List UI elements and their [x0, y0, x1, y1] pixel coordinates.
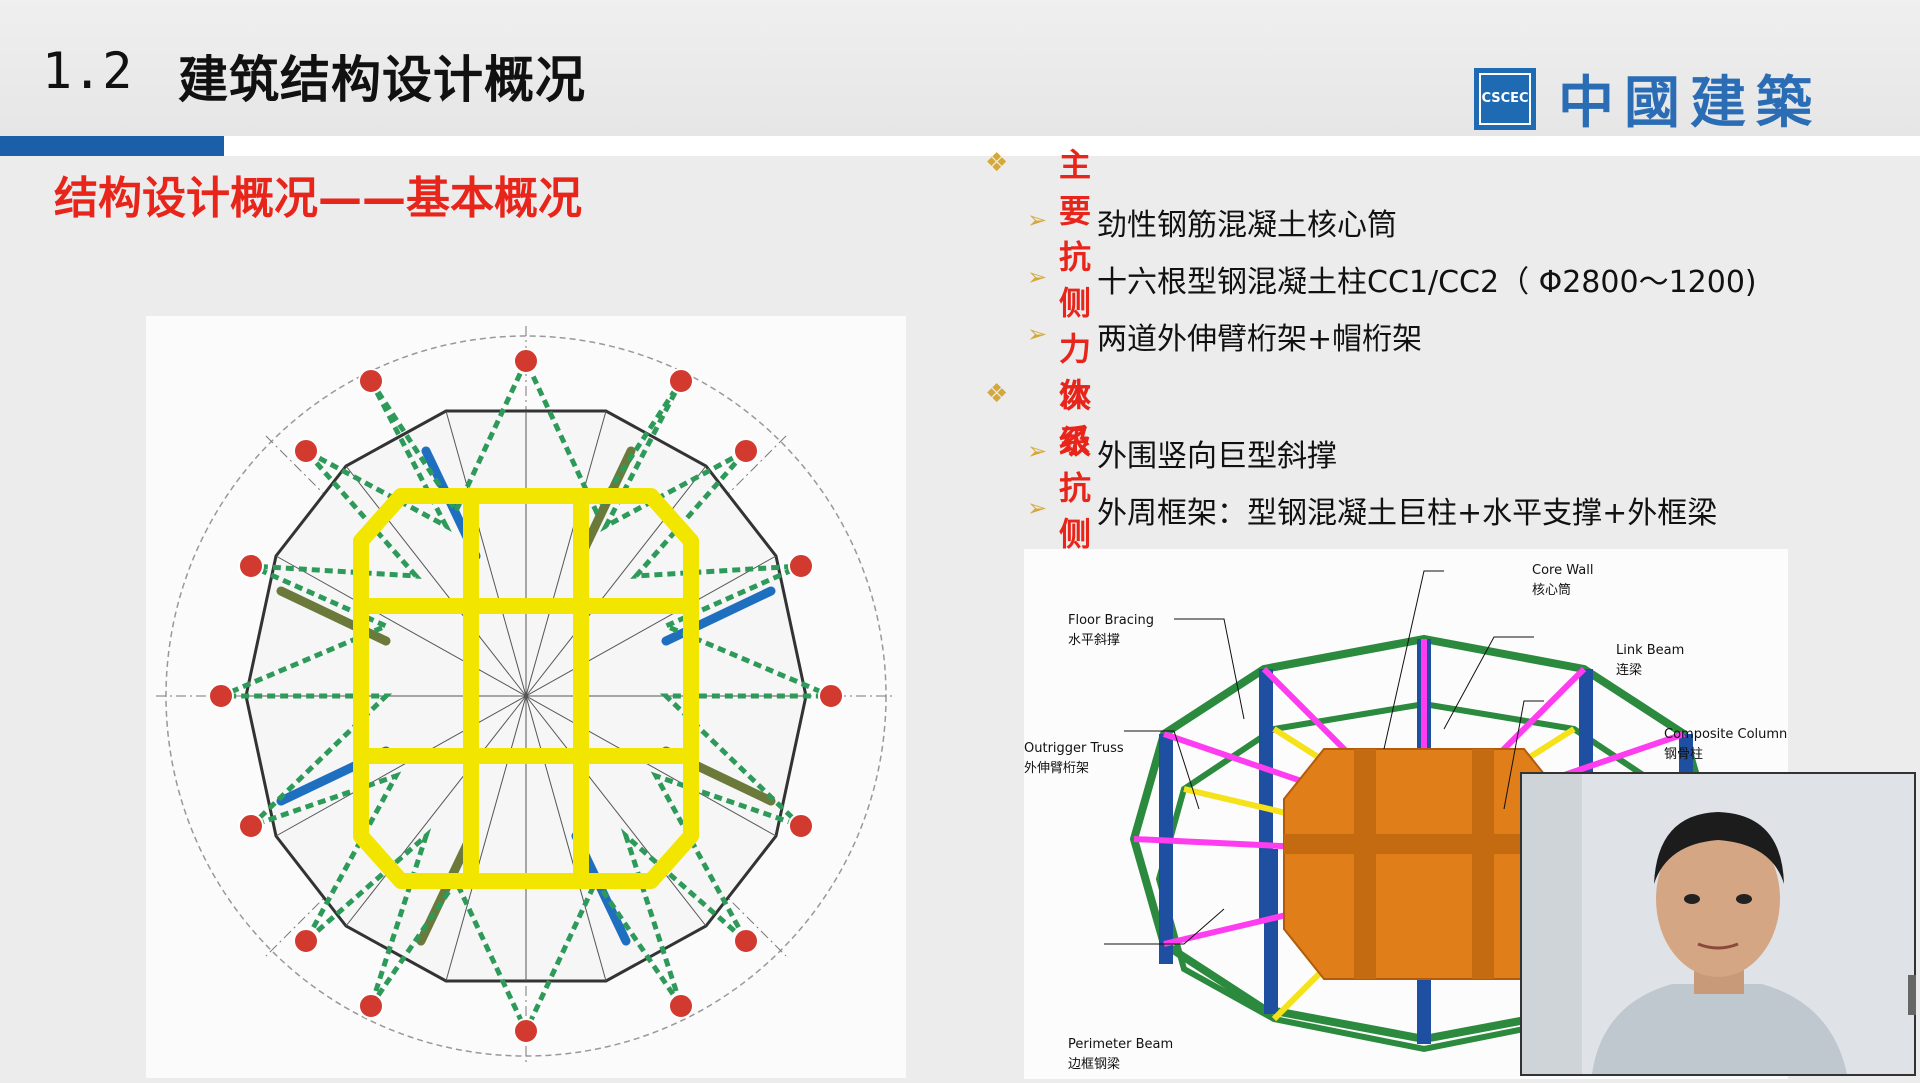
logo-text: 中國建築	[1558, 71, 1822, 136]
bullet-text: 十六根型钢混凝土柱CC1/CC2（ Φ2800～1200)	[1097, 265, 1757, 300]
diamond-bullet-icon: ❖	[985, 148, 1009, 178]
section-heading: 结构设计概况——基本概况	[54, 173, 582, 224]
cscec-logo-icon: CSCEC	[1474, 67, 1536, 130]
bullet-text: 外周框架：型钢混凝土巨柱+水平支撑+外框梁	[1097, 496, 1718, 531]
arrow-bullet-icon: ➢	[1027, 206, 1048, 234]
slide-title: 建筑结构设计概况	[178, 51, 586, 109]
arrow-bullet-icon: ➢	[1027, 437, 1048, 465]
floor-plan-drawing	[156, 326, 896, 1066]
structural-floor-plan	[146, 316, 906, 1078]
arrow-bullet-icon: ➢	[1027, 320, 1048, 348]
arrow-bullet-icon: ➢	[1027, 494, 1048, 522]
slide-header: 1.2 建筑结构设计概况 CSCEC 中國建築	[0, 0, 1920, 136]
bullet-text: 外围竖向巨型斜撑	[1097, 439, 1337, 474]
arrow-bullet-icon: ➢	[1027, 263, 1048, 291]
header-divider-accent	[0, 136, 224, 156]
bullet-text: 两道外伸臂桁架+帽桁架	[1097, 322, 1423, 357]
company-logo: CSCEC 中國建築	[1474, 58, 1822, 139]
scrollbar-thumb[interactable]	[1908, 975, 1916, 1015]
presenter-video[interactable]	[1520, 772, 1916, 1076]
bullet-text: 劲性钢筋混凝土核心筒	[1097, 208, 1397, 243]
header-divider	[0, 136, 1920, 156]
bullet-label: 主要抗侧力体系	[1059, 146, 1092, 460]
diamond-bullet-icon: ❖	[985, 379, 1009, 409]
slide-number: 1.2	[42, 42, 133, 100]
presenter-image	[1522, 774, 1914, 1074]
